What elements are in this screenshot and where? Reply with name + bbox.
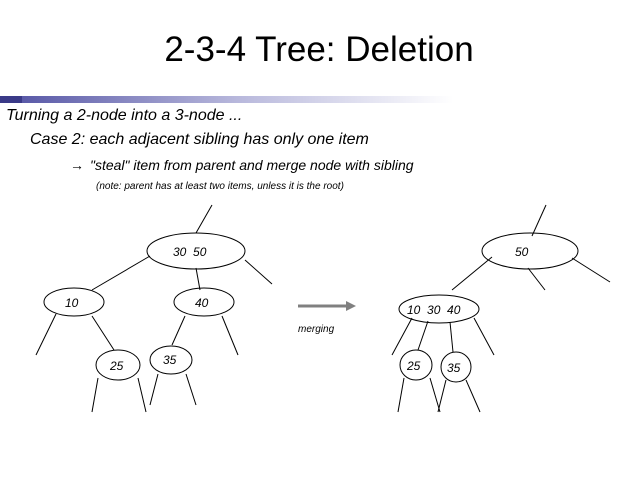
before-left-node [43,287,105,317]
before-root-label: 30 50 [173,245,207,259]
before-left-edge-a [35,313,57,356]
after-root-parent-edge [531,204,547,237]
after-merged-edge-d [473,317,495,356]
after-leaf-b-node [440,351,472,383]
after-merged-edge-b [417,320,429,351]
after-merged-edge-a [391,317,413,356]
before-leaf-a-edge-2 [137,377,147,413]
before-leaf-b-node [149,345,193,375]
after-root-node [481,232,579,270]
after-root-right-edge [571,257,611,283]
after-leaf-a-edge-1 [397,377,405,413]
after-root-left-edge [451,256,493,291]
bullet-steal-text: "steal" item from parent and merge node … [90,157,414,173]
before-leaf-a-label: 25 [109,359,124,373]
before-root-right-edge [244,259,273,285]
after-merged-label: 10 30 40 [407,303,461,317]
before-tree [35,204,273,413]
note-text: (note: parent has at least two items, un… [96,181,344,192]
before-leaf-b-edge-2 [185,373,197,406]
before-left-label: 10 [65,296,79,310]
before-root-left-edge [91,255,151,291]
after-leaf-b-label: 35 [447,361,461,375]
before-leaf-a-edge-1 [91,377,99,413]
title-underline-dark [0,96,22,103]
after-leaf-b-edge-1 [437,379,447,413]
before-left-edge-b [91,315,115,351]
before-leaf-b-label: 35 [163,353,177,367]
after-root-label: 50 [515,245,529,259]
before-root-middle-edge [195,267,201,291]
after-leaf-a-label: 25 [406,359,421,373]
before-middle-node [173,287,235,317]
merging-arrow [298,301,356,311]
after-leaf-a-edge-2 [429,377,441,413]
after-leaf-b-edge-2 [465,379,481,413]
after-merged-edge-c [449,321,454,353]
after-leaf-a-node [399,349,433,381]
bullet-steal-item: → "steal" item from parent and merge node… [70,157,414,173]
after-root-middle-edge [527,267,546,291]
after-tree [391,204,611,413]
before-root-node [146,232,246,270]
bullet-case-2: Case 2: each adjacent sibling has only o… [30,131,369,148]
before-middle-edge-a [171,315,186,346]
bullet-turning-2-node: Turning a 2-node into a 3-node ... [6,107,243,124]
slide-title: 2-3-4 Tree: Deletion [164,30,474,69]
before-middle-label: 40 [195,296,209,310]
merging-label: merging [298,324,335,335]
right-arrow-icon: → [70,157,84,173]
title-underline-gradient [22,96,638,103]
after-merged-node [398,294,480,324]
before-root-parent-edge [195,204,213,234]
before-leaf-a-node [95,349,141,381]
before-leaf-b-edge-1 [149,373,159,406]
before-middle-edge-b [221,315,239,356]
